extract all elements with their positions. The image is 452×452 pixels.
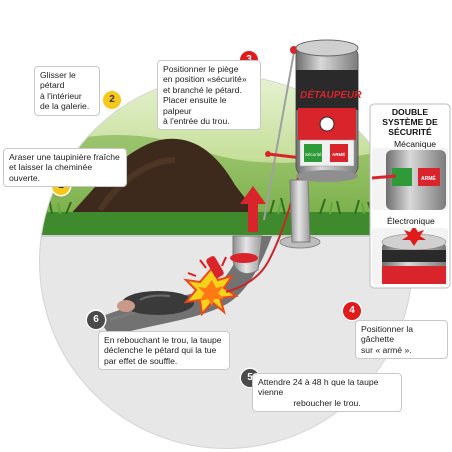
up-arrow-icon	[240, 186, 266, 232]
step-3-line-1: Positionner le piège	[163, 64, 239, 74]
step-3-line-5: à l'entrée du trou.	[163, 116, 230, 127]
step-6-line-1: En rebouchant le trou, la taupe	[104, 335, 222, 345]
device-safety-label: Sécurité	[305, 152, 322, 157]
step-3-note: Positionner le piège en position «sécuri…	[157, 60, 261, 131]
step-2-note: Glisser le pétard à l'intérieur de la ga…	[34, 66, 100, 116]
step-5-line-1: Attendre 24 à 48 h que la taupe vienne	[258, 377, 379, 398]
feeler-rod	[263, 51, 295, 221]
step-1-line-1: Araser une taupinière fraîche	[9, 152, 120, 162]
step-3-line-4: Placer ensuite le palpeur	[163, 95, 227, 116]
step-6-note: En rebouchant le trou, la taupe déclench…	[98, 331, 230, 371]
mechanical-safety-image	[372, 148, 448, 210]
step-5-line-2: reboucher le trou.	[293, 397, 361, 408]
safety-electronic-label: Électronique	[387, 216, 435, 226]
step-6-line-2: déclenche le pétard qui la tue	[104, 345, 217, 356]
step-1-line-2: et laisser la cheminée ouverte.	[9, 162, 93, 183]
device-brand: DÉTAUPEUR	[300, 88, 362, 101]
electronic-safety-image	[372, 228, 448, 284]
step-6-line-3: par effet de souffle.	[104, 355, 178, 366]
step-badge-2: 2	[103, 91, 121, 109]
step-4-line-2: sur « armé ».	[361, 344, 412, 355]
step-2-line-2: à l'intérieur	[40, 90, 82, 101]
step-3-line-2: en position «sécurité»	[163, 74, 247, 85]
mole-hill	[60, 138, 270, 225]
safety-mechanical-label: Mécanique	[394, 139, 437, 149]
step-3-line-3: et branché le pétard.	[163, 84, 242, 95]
detaupeur-device	[295, 39, 359, 182]
step-badge-4: 4	[343, 302, 361, 320]
mech-safety-armed-label: ARMÉ	[421, 174, 436, 182]
safety-title: DOUBLE SYSTÈME DE SÉCURITÉ	[382, 107, 438, 137]
mole	[122, 291, 194, 315]
step-2-line-3: de la galerie.	[40, 101, 90, 112]
firecracker	[206, 256, 224, 278]
device-armed-label: ARMÉ	[332, 150, 345, 157]
step-4-note: Positionner la gâchette sur « armé ».	[355, 320, 448, 360]
step-badge-6: 6	[87, 311, 105, 329]
step-1-note: Araser une taupinière fraîche et laisser…	[3, 148, 127, 188]
step-4-line-1: Positionner la gâchette	[361, 324, 414, 345]
step-5-note: Attendre 24 à 48 h que la taupe vienne r…	[252, 373, 402, 413]
step-2-line-1: Glisser le pétard	[40, 70, 76, 91]
